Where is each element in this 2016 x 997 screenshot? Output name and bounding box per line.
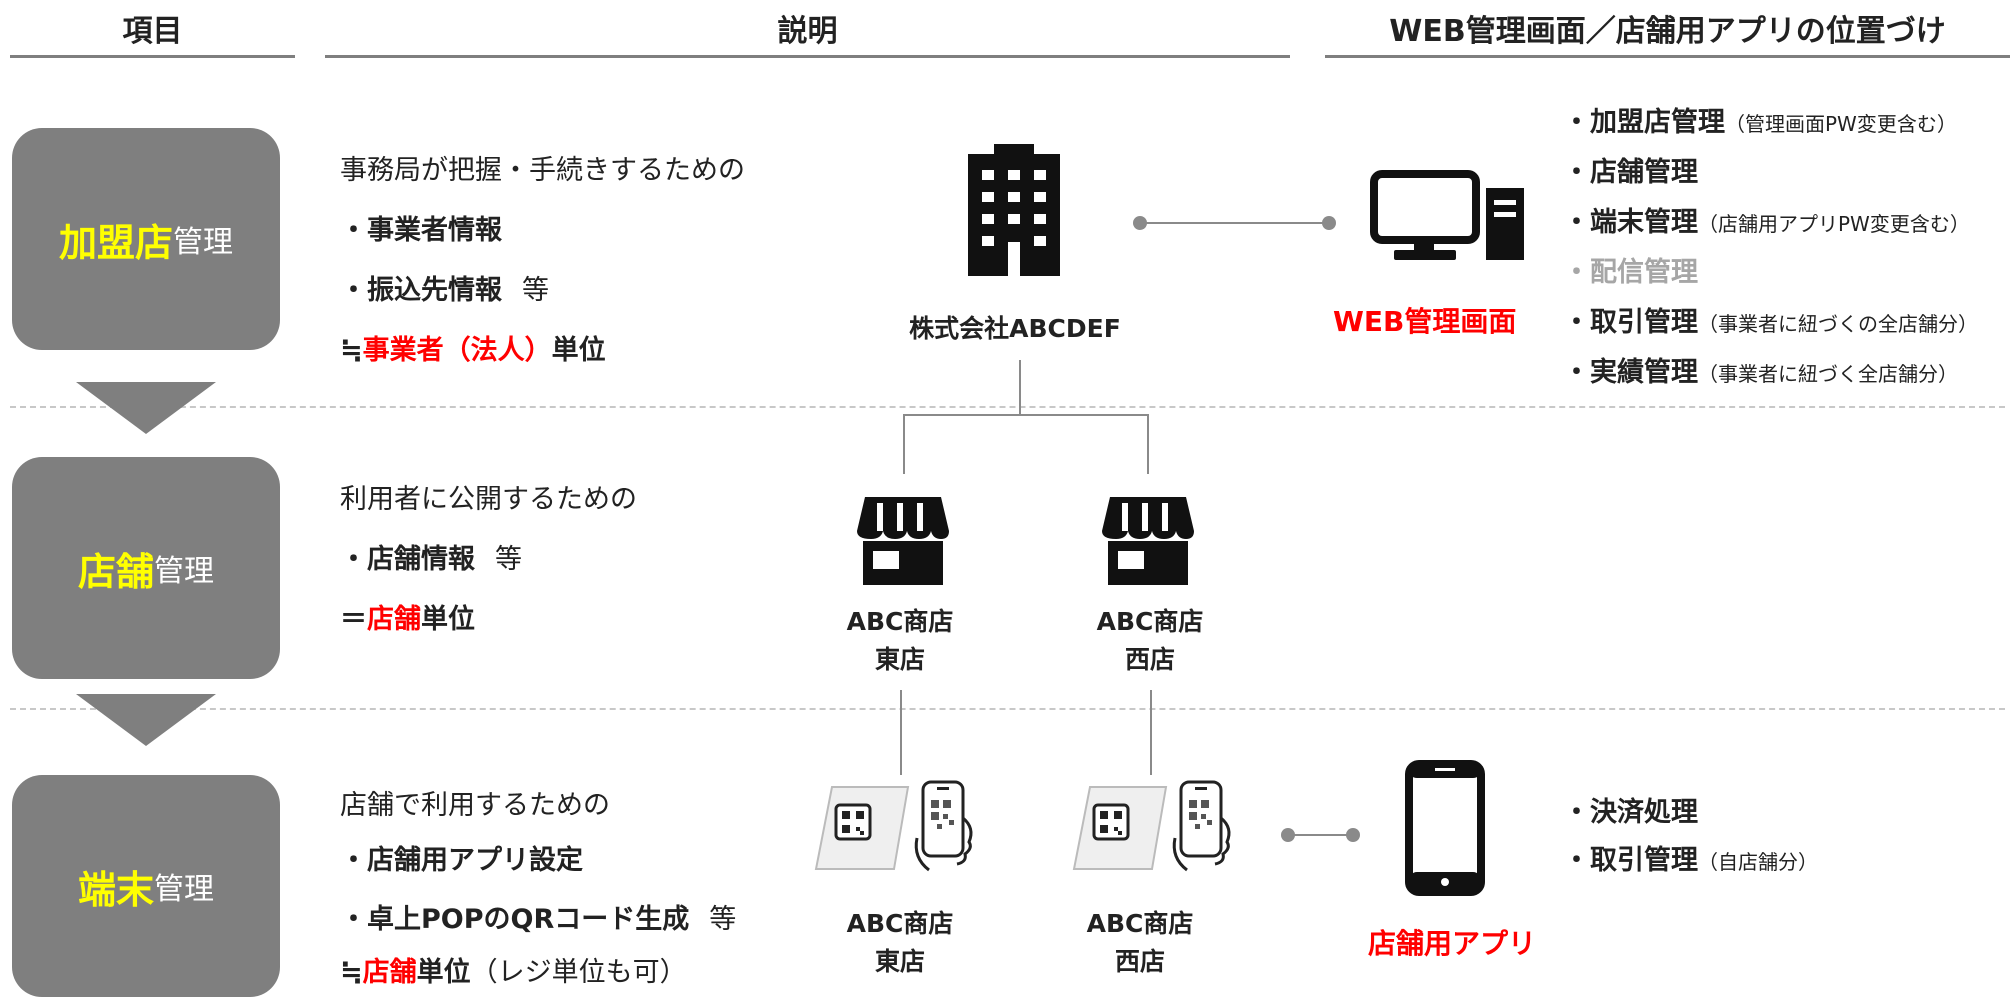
item-box-store: 店舗管理 [12, 457, 280, 679]
desc-intro: 利用者に公開するための [340, 484, 637, 515]
terminal-label-east: ABC商店東店 [846, 909, 954, 976]
header-item: 項目 [122, 14, 183, 49]
app-feature-item: ・決済処理 [1563, 797, 1698, 828]
header-positioning-underline [1325, 55, 2010, 58]
item-box-terminal: 端末管理 [12, 775, 280, 997]
desc-summary: ≒店舗単位（レジ単位も可） [340, 950, 687, 989]
item-box-sub-label: 管理 [154, 554, 214, 589]
web-feature-item: ・加盟店管理（管理画面PW変更含む） [1563, 107, 1957, 138]
header-description: 説明 [777, 14, 838, 49]
tree-line [1019, 360, 1021, 415]
header-positioning: WEB管理画面／店舗用アプリの位置づけ [1389, 14, 1946, 49]
web-admin-label: WEB管理画面 [1333, 305, 1517, 338]
summary-note: （レジ単位も可） [470, 957, 687, 988]
header-description-underline [325, 55, 1290, 58]
summary-prefix: ≒ [340, 957, 363, 988]
down-arrow [76, 382, 216, 434]
qr-stand-icon [1070, 785, 1170, 875]
tree-line [1150, 690, 1152, 775]
summary-highlight: 店舗 [367, 604, 421, 635]
desc-intro: 事務局が把握・手続きするための [340, 155, 745, 186]
desc-item: ・振込先情報 [340, 275, 502, 306]
row-separator [10, 406, 2005, 408]
tree-line [903, 414, 1149, 416]
desc-suffix: 等 [522, 275, 549, 306]
tree-line [900, 690, 902, 775]
summary-unit: 単位 [421, 604, 475, 635]
down-arrow [76, 694, 216, 746]
desc-summary: ＝店舗単位 [340, 597, 475, 636]
desc-item: ・事業者情報 [340, 215, 502, 246]
desktop-computer-icon [1370, 170, 1528, 266]
summary-unit: 単位 [551, 335, 606, 366]
desc-item: ・卓上POPのQRコード生成 [340, 904, 690, 935]
item-box-main-label: 端末 [77, 867, 154, 912]
smartphone-icon [1405, 760, 1485, 900]
terminal-label-west: ABC商店西店 [1086, 909, 1194, 976]
connector-line [1140, 222, 1330, 224]
phone-qr-icon [1165, 778, 1235, 877]
summary-highlight: 店舗 [362, 957, 417, 988]
header-item-underline [10, 55, 295, 58]
summary-prefix: ＝ [340, 604, 367, 635]
store-label-west: ABC商店西店 [1096, 607, 1204, 674]
item-box-sub-label: 管理 [154, 872, 214, 907]
desc-suffix: 等 [495, 544, 522, 575]
row-separator [10, 708, 2005, 710]
connector-line [1288, 834, 1353, 836]
item-box-main-label: 店舗 [77, 549, 154, 594]
desc-item: ・店舗情報 [340, 544, 475, 575]
desc-item-row: ・店舗情報等 [340, 537, 522, 576]
tree-line [903, 414, 905, 474]
web-feature-item: ・取引管理（事業者に紐づくの全店舗分） [1563, 307, 1978, 338]
tree-line [1147, 414, 1149, 474]
connector-dot [1322, 216, 1336, 230]
item-box-merchant: 加盟店管理 [12, 128, 280, 350]
desc-summary: ≒事業者（法人）単位 [340, 328, 606, 367]
desc-item: ・店舗用アプリ設定 [340, 845, 583, 876]
phone-qr-icon [907, 778, 977, 877]
store-label-east: ABC商店東店 [846, 607, 954, 674]
desc-intro: 店舗で利用するための [340, 790, 610, 821]
summary-prefix: ≒ [340, 335, 363, 366]
web-feature-item-disabled: ・配信管理 [1563, 257, 1698, 288]
summary-highlight: 事業者（法人） [362, 335, 552, 366]
store-icon [1100, 495, 1196, 589]
building-icon [968, 144, 1060, 280]
connector-dot [1346, 828, 1360, 842]
store-app-label: 店舗用アプリ [1368, 927, 1537, 960]
desc-suffix: 等 [709, 904, 737, 935]
desc-item-row: ・振込先情報等 [340, 268, 549, 307]
web-feature-item: ・店舗管理 [1563, 157, 1698, 188]
item-box-main-label: 加盟店 [58, 220, 173, 265]
web-feature-item: ・端末管理（店舗用アプリPW変更含む） [1563, 207, 1970, 238]
summary-unit: 単位 [416, 957, 471, 988]
company-label: 株式会社ABCDEF [909, 314, 1121, 343]
web-feature-item: ・実績管理（事業者に紐づく全店舗分） [1563, 357, 1958, 388]
item-box-sub-label: 管理 [173, 225, 233, 260]
store-icon [855, 495, 951, 589]
app-feature-item: ・取引管理（自店舗分） [1563, 845, 1818, 876]
desc-item-row: ・卓上POPのQRコード生成等 [340, 897, 736, 936]
qr-stand-icon [812, 785, 912, 875]
